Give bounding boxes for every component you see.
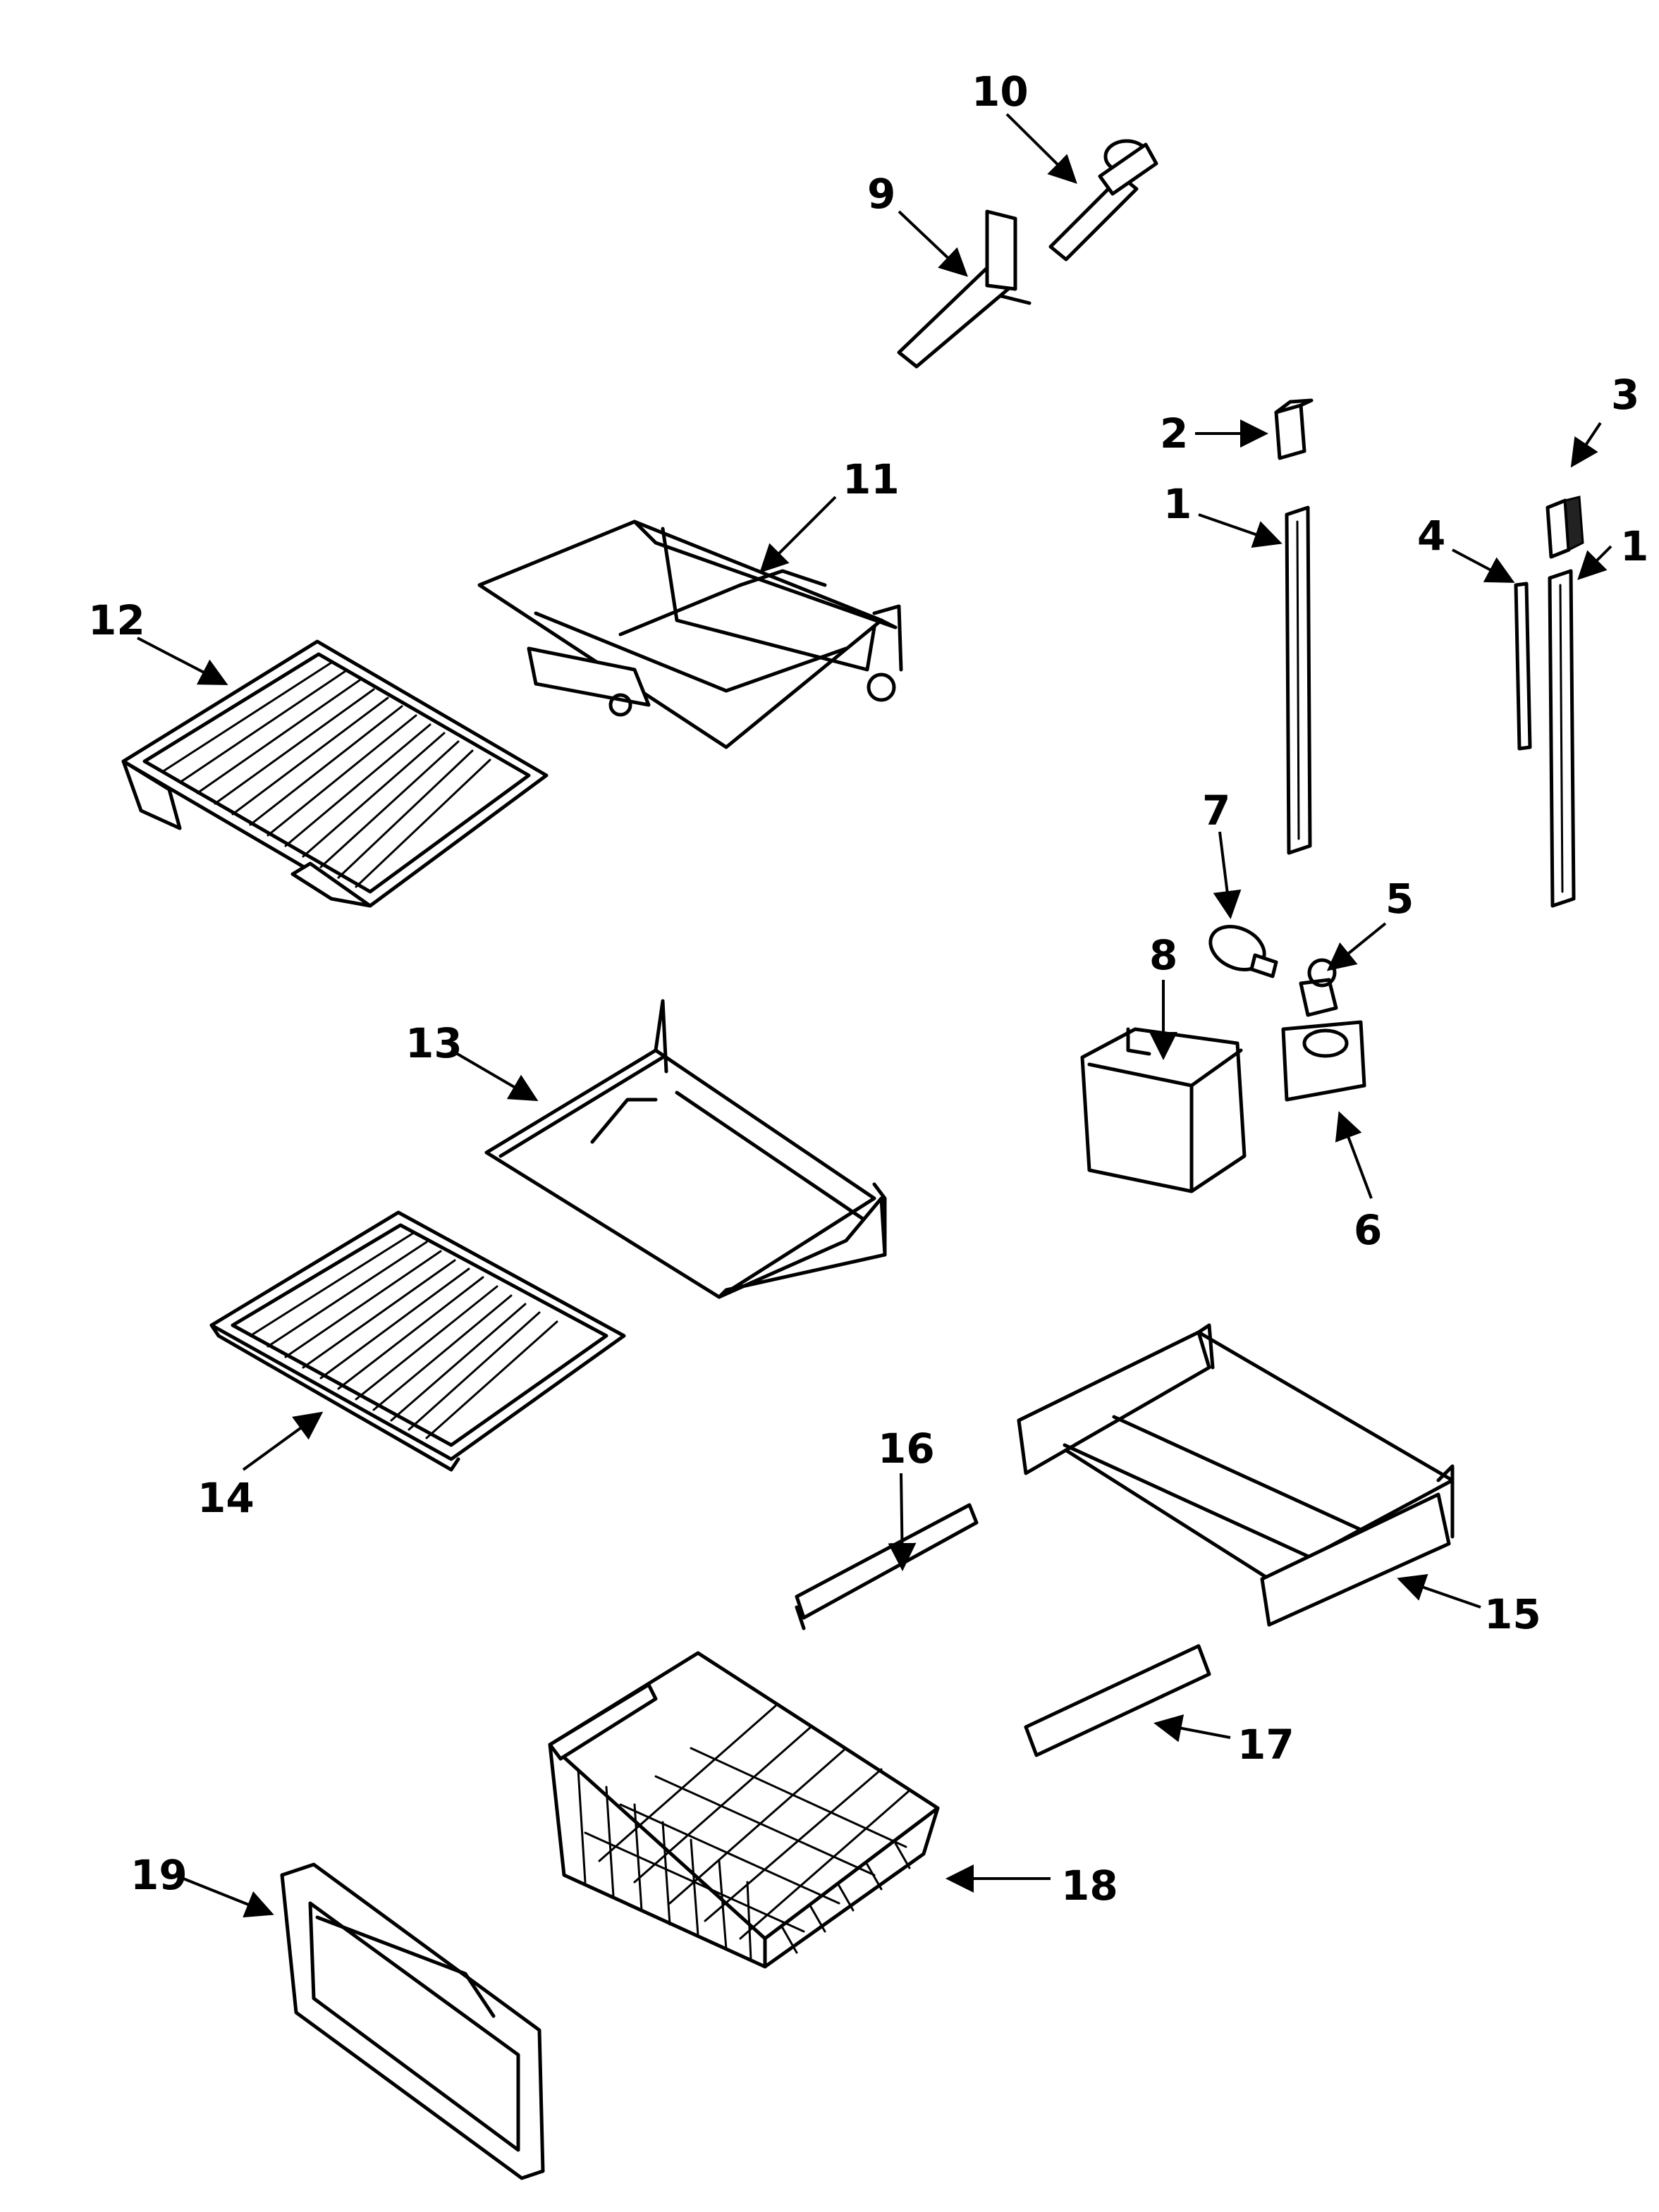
part-18-wire-basket [548, 1651, 940, 1969]
callout-1: 1 [1620, 522, 1648, 570]
part-17-slide-rail [1024, 1644, 1211, 1757]
callout-4: 4 [1417, 512, 1445, 560]
callout-7: 7 [1202, 787, 1230, 835]
callout-8: 8 [1149, 931, 1177, 979]
callout-6: 6 [1354, 1206, 1382, 1254]
callout-1: 1 [1163, 480, 1192, 528]
callout-5: 5 [1385, 875, 1414, 923]
part-8-cover [1080, 1027, 1247, 1193]
callout-14: 14 [197, 1474, 255, 1522]
part-15-drawer-frame [1017, 1323, 1455, 1627]
callout-18: 18 [1061, 1862, 1118, 1910]
part-16-slide-rail [795, 1503, 979, 1630]
callout-19: 19 [130, 1851, 188, 1899]
callout-2: 2 [1160, 410, 1188, 457]
callout-9: 9 [867, 170, 895, 218]
part-14-glass-shelf [209, 1210, 626, 1472]
callout-16: 16 [878, 1425, 935, 1473]
part-10-pin [1048, 139, 1158, 262]
part-4-rod [1514, 582, 1532, 751]
callout-11: 11 [843, 455, 900, 503]
callout-17: 17 [1237, 1721, 1294, 1769]
part-2-cap [1274, 398, 1314, 460]
part-19-drawer-front [280, 1862, 545, 2180]
part-9-bracket [897, 209, 1031, 369]
callout-10: 10 [972, 68, 1029, 116]
part-3-cap [1545, 496, 1584, 559]
leader-lines [137, 113, 1612, 1918]
callout-12: 12 [88, 596, 145, 644]
part-5-socket [1299, 958, 1338, 1017]
part-7-bulb [1208, 925, 1278, 978]
callout-3: 3 [1611, 371, 1639, 419]
callout-labels: 10 9 2 3 1 1 4 11 12 7 5 8 6 13 14 16 15… [88, 68, 1648, 1910]
part-1-rail-right [1548, 569, 1576, 908]
part-6-housing [1281, 1020, 1366, 1102]
part-12-glass-shelf [121, 639, 549, 908]
part-1-rail-left [1285, 505, 1312, 855]
callout-15: 15 [1484, 1590, 1541, 1638]
part-11-frame [477, 520, 903, 749]
callout-13: 13 [405, 1019, 463, 1067]
part-13-shelf-frame [484, 999, 887, 1299]
